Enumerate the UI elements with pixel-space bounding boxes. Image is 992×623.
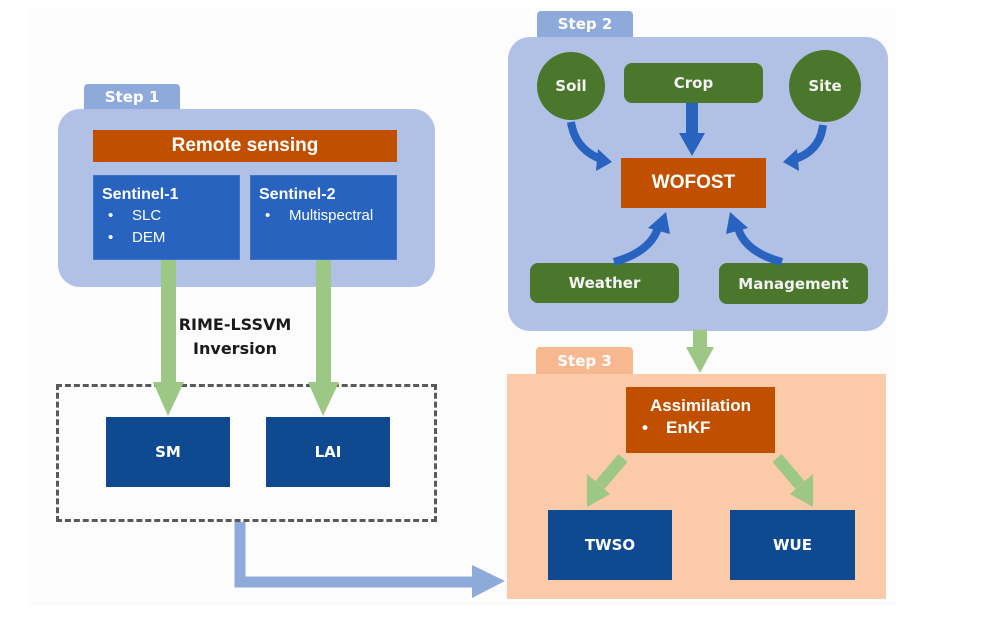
arrow-step2-to-step3 [686, 330, 714, 373]
sm-label: SM [155, 443, 181, 461]
inversion-word: Inversion [193, 339, 277, 358]
inversion-label: RIME-LSSVM Inversion [170, 313, 300, 361]
crop-node: Crop [624, 63, 763, 103]
arrow-assimilation-to-twso [587, 454, 628, 507]
sentinel-2-box: Sentinel-2 • Multispectral [250, 175, 397, 260]
bullet-icon: • [108, 229, 114, 246]
weather-node: Weather [530, 263, 679, 303]
weather-label: Weather [568, 274, 641, 292]
site-label: Site [808, 77, 842, 95]
twso-box: TWSO [548, 510, 672, 580]
lai-label: LAI [314, 443, 342, 461]
arrow-assimilation-to-wue [772, 454, 813, 507]
step3-tab-label: Step 3 [557, 351, 612, 370]
assimilation-item: • EnKF [636, 417, 765, 439]
inversion-output-group [56, 384, 437, 522]
site-node: Site [789, 50, 861, 122]
step1-tab: Step 1 [84, 84, 180, 110]
bullet-icon: • [108, 207, 114, 224]
wofost-label: WOFOST [651, 172, 736, 193]
sentinel-1-box: Sentinel-1 • SLC • DEM [93, 175, 240, 260]
sentinel-1-item-label: SLC [132, 207, 162, 224]
management-label: Management [738, 274, 849, 293]
arrow-sentinel1-to-sm [153, 260, 184, 416]
arrow-crop-to-wofost [679, 103, 705, 156]
wofost-box: WOFOST [621, 158, 766, 208]
sentinel-1-item-label: DEM [132, 229, 166, 246]
wue-box: WUE [730, 510, 855, 580]
inversion-method: RIME-LSSVM [178, 315, 292, 334]
sentinel-1-title: Sentinel-1 [102, 186, 179, 203]
sentinel-1-item: • SLC [102, 205, 231, 227]
remote-sensing-header: Remote sensing [93, 130, 397, 162]
assimilation-box: Assimilation • EnKF [626, 387, 775, 453]
twso-label: TWSO [584, 536, 636, 554]
crop-label: Crop [673, 74, 714, 92]
soil-node: Soil [537, 52, 605, 120]
arrow-inversion-to-step3 [234, 522, 505, 598]
assimilation-method: EnKF [666, 418, 711, 437]
step2-tab-label: Step 2 [557, 15, 613, 33]
wue-label: WUE [773, 536, 812, 554]
sentinel-2-item-label: Multispectral [289, 207, 374, 224]
management-node: Management [719, 263, 868, 304]
sm-box: SM [106, 417, 230, 487]
step1-tab-label: Step 1 [104, 88, 160, 106]
arrow-management-to-wofost [726, 212, 784, 266]
arrow-sentinel2-to-lai [308, 260, 339, 416]
sentinel-1-item: • DEM [102, 227, 231, 249]
arrow-site-to-wofost [783, 124, 827, 171]
arrow-weather-to-wofost [612, 212, 670, 266]
step2-tab: Step 2 [537, 11, 633, 37]
sentinel-2-title: Sentinel-2 [259, 186, 336, 203]
assimilation-title: Assimilation [649, 396, 752, 415]
remote-sensing-label: Remote sensing [171, 135, 319, 156]
bullet-icon: • [642, 418, 648, 437]
lai-box: LAI [266, 417, 390, 487]
sentinel-2-item: • Multispectral [259, 205, 388, 227]
bullet-icon: • [265, 207, 271, 224]
soil-label: Soil [555, 77, 587, 95]
step3-tab: Step 3 [536, 347, 633, 374]
arrow-soil-to-wofost [567, 121, 612, 171]
